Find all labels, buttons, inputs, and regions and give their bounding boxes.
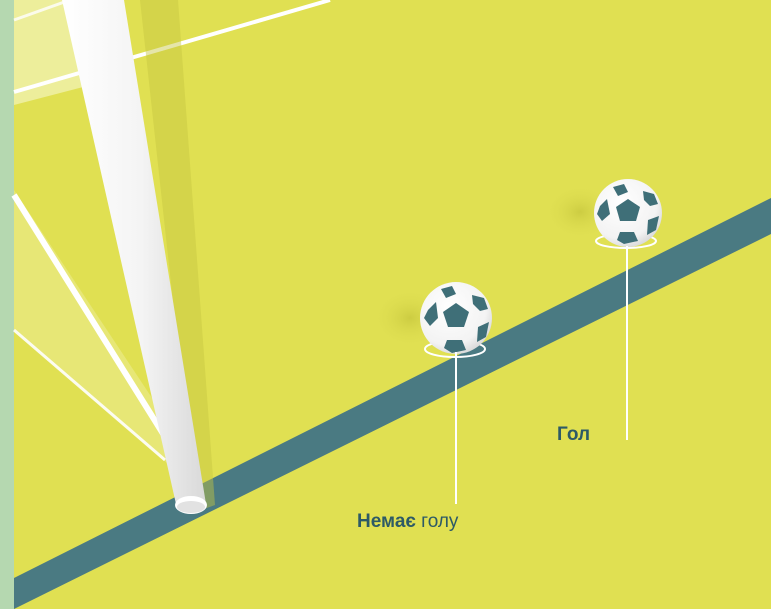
- left-border: [0, 0, 14, 609]
- soccer-ball-icon: [594, 179, 662, 247]
- goal-label: Гол: [557, 424, 590, 446]
- no-goal-label-rest: голу: [416, 511, 459, 532]
- no-goal-label: Немає голу: [357, 511, 458, 533]
- no-goal-label-bold: Немає: [357, 511, 416, 532]
- soccer-ball-icon: [420, 282, 492, 354]
- goal-label-text: Гол: [557, 424, 590, 445]
